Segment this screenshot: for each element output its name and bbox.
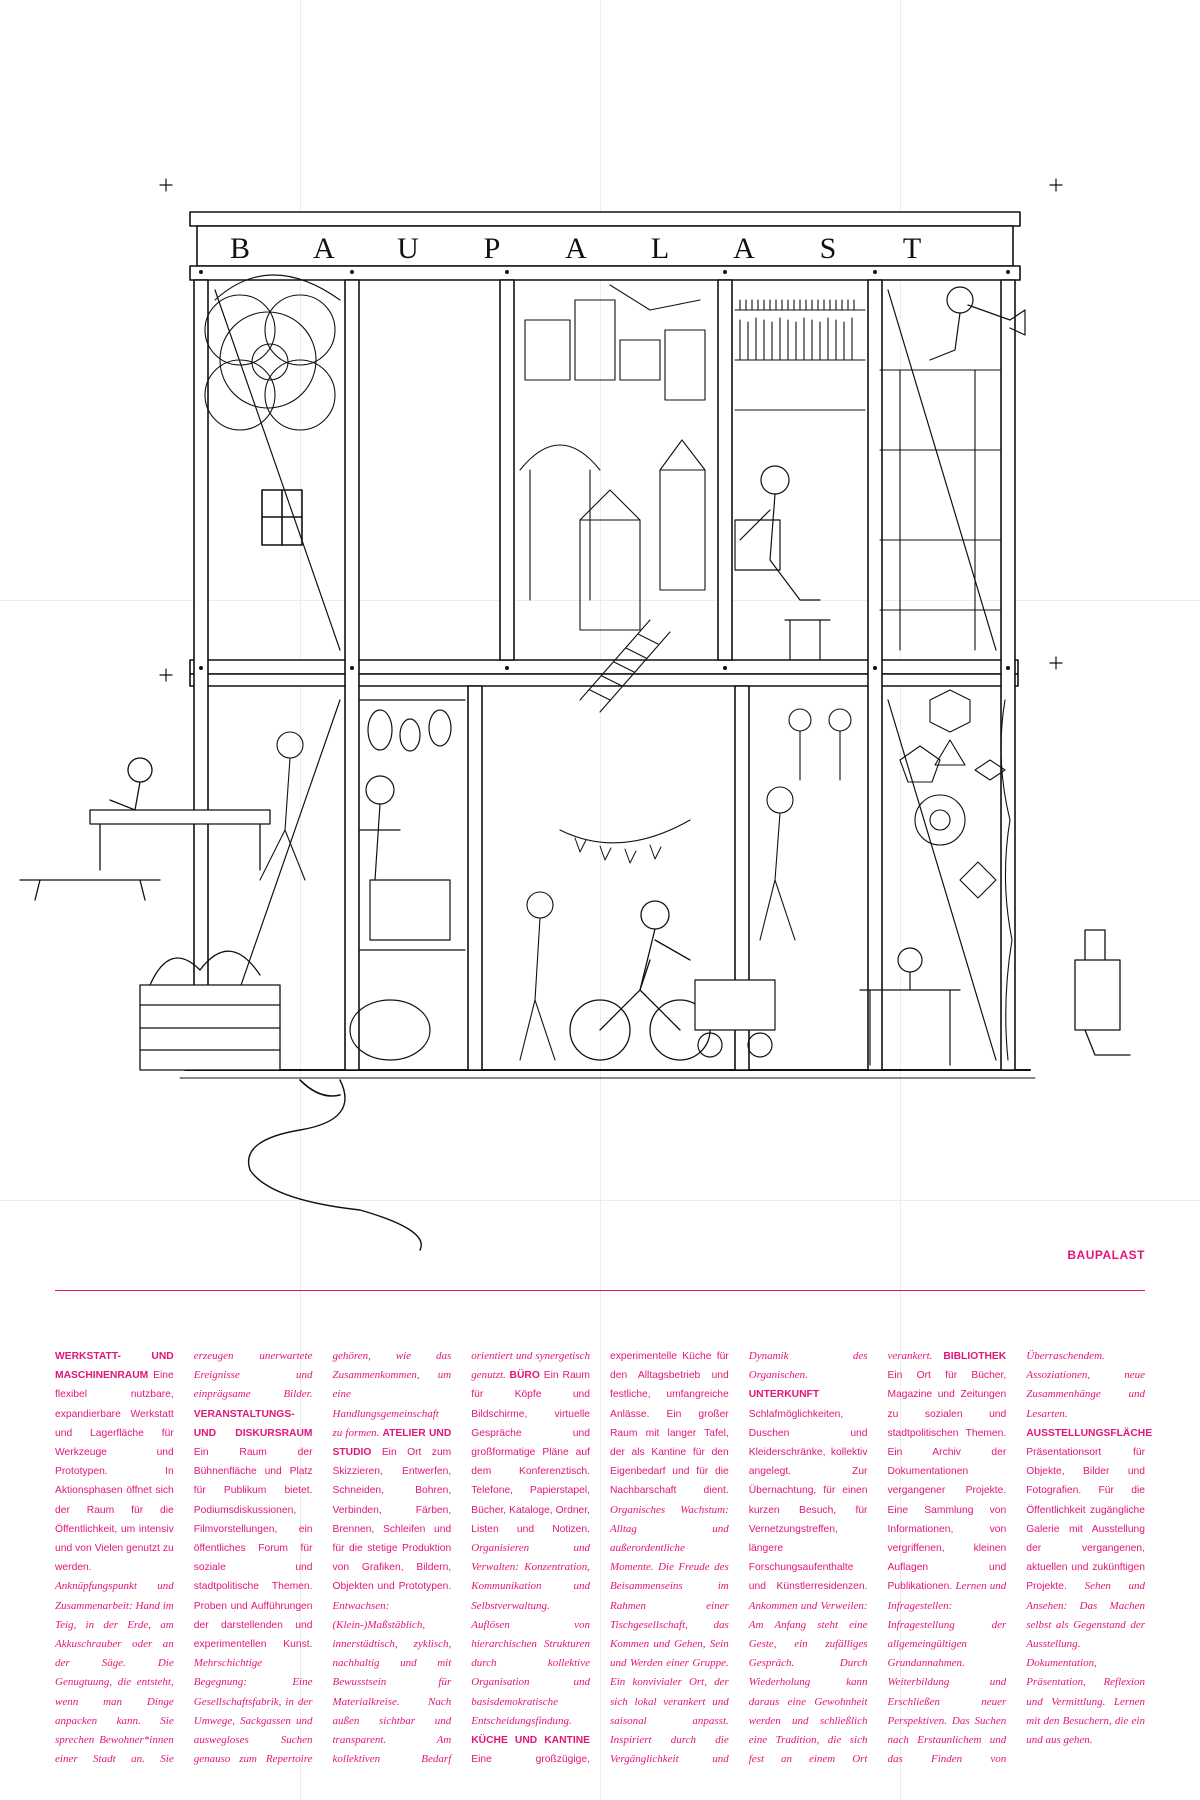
fold-line xyxy=(900,0,901,1800)
room-quote: Anknüpfungspunkt und Zusammenarbeit: Han… xyxy=(55,1350,313,1766)
registration-mark xyxy=(159,178,1063,682)
sign-letter: B xyxy=(230,232,250,265)
fold-line xyxy=(300,0,301,1800)
garden-hose xyxy=(248,1079,422,1251)
room-text: Eine großzügige, experimentelle Küche fü… xyxy=(471,1351,729,1766)
brand-label: BAUPALAST xyxy=(1067,1248,1145,1262)
room-text: Ein Ort zum Skizzieren, Entwerfen, Schne… xyxy=(332,1447,452,1593)
sign-letter: A xyxy=(565,232,587,265)
kitchen-scene xyxy=(349,699,466,1061)
sign-letter: P xyxy=(484,232,501,265)
bicycle xyxy=(569,900,711,1061)
room-heading: KÜCHE UND KANTINE xyxy=(471,1735,590,1747)
bolts xyxy=(199,270,1010,670)
building-posts xyxy=(193,279,1016,1071)
fold-line xyxy=(600,0,601,1800)
room-descriptions: WERKSTATT- UND MASCHINENRAUM Eine flexib… xyxy=(55,1347,1152,1777)
room-text: Ein Raum für Köpfe und Bildschirme, virt… xyxy=(471,1370,590,1535)
sign-letter: A xyxy=(313,232,335,265)
divider-rule xyxy=(55,1290,1145,1291)
room-quote: Ankommen und Verweilen: Am Anfang steht … xyxy=(748,1350,944,1766)
room-heading: VERANSTALTUNGS- UND DISKURSRAUM xyxy=(193,1408,313,1439)
sign-letter: U xyxy=(397,232,419,265)
room-heading: BÜRO xyxy=(509,1370,544,1382)
fold-line xyxy=(0,1200,1200,1201)
kiln xyxy=(1074,929,1131,1056)
room-text: Ein Raum der Bühnenfläche und Platz für … xyxy=(193,1447,313,1651)
room-text: Ein Ort für Bücher, Magazine und Zeitung… xyxy=(887,1370,1007,1593)
room-heading: WERKSTATT- UND MASCHINENRAUM xyxy=(55,1351,174,1382)
room-quote: Lernen und Infragestellen: Infragestellu… xyxy=(887,1350,1146,1766)
room-heading: AUSSTELLUNGSFLÄCHE xyxy=(1026,1427,1153,1439)
room-text: Schlafmöglichkeiten, Duschen und Kleider… xyxy=(748,1408,868,1593)
ladder xyxy=(579,619,671,713)
exhibition-objects xyxy=(899,689,1006,899)
person-drawing xyxy=(734,465,831,661)
room-quote: Organisieren und Verwalten: Konzentratio… xyxy=(471,1542,590,1727)
room-quote: Mehrschichtige Begegnung: Eine Gesellsch… xyxy=(193,1350,452,1766)
vegetable-crate xyxy=(139,950,281,1071)
room-heading: BIBLIOTHEK xyxy=(943,1351,1007,1362)
sign-letter: A xyxy=(733,232,755,265)
room-text: Eine flexibel nutzbare, expandierbare We… xyxy=(55,1370,174,1574)
city-skyline xyxy=(519,284,706,631)
sign-letter: T xyxy=(903,232,921,265)
room-quote: Entwachsen: (Klein-)Maßstäblich, innerst… xyxy=(332,1350,591,1766)
stained-glass-window xyxy=(204,274,341,431)
fold-line xyxy=(0,600,1200,601)
room-quote: Sehen und Ansehen: Das Machen selbst als… xyxy=(1026,1580,1146,1747)
room-quote: Organisches Wachstum: Alltag und außeror… xyxy=(610,1350,868,1766)
baupalast-illustration: B A U P A L A S T xyxy=(19,178,1131,1251)
workbench xyxy=(19,757,271,901)
room-text: Präsentationsort für Objekte, Bilder und… xyxy=(1026,1447,1145,1593)
room-heading: ATELIER UND STUDIO xyxy=(332,1427,452,1459)
bunting xyxy=(559,819,691,844)
sign-letter: L xyxy=(651,232,669,265)
food-cart xyxy=(694,979,776,1058)
room-heading: UNTERKUNFT xyxy=(748,1389,820,1401)
exhibition-table xyxy=(859,947,961,1066)
bookshelf xyxy=(734,299,866,411)
trumpet-player xyxy=(929,286,1026,361)
sign-letter: S xyxy=(820,232,837,265)
